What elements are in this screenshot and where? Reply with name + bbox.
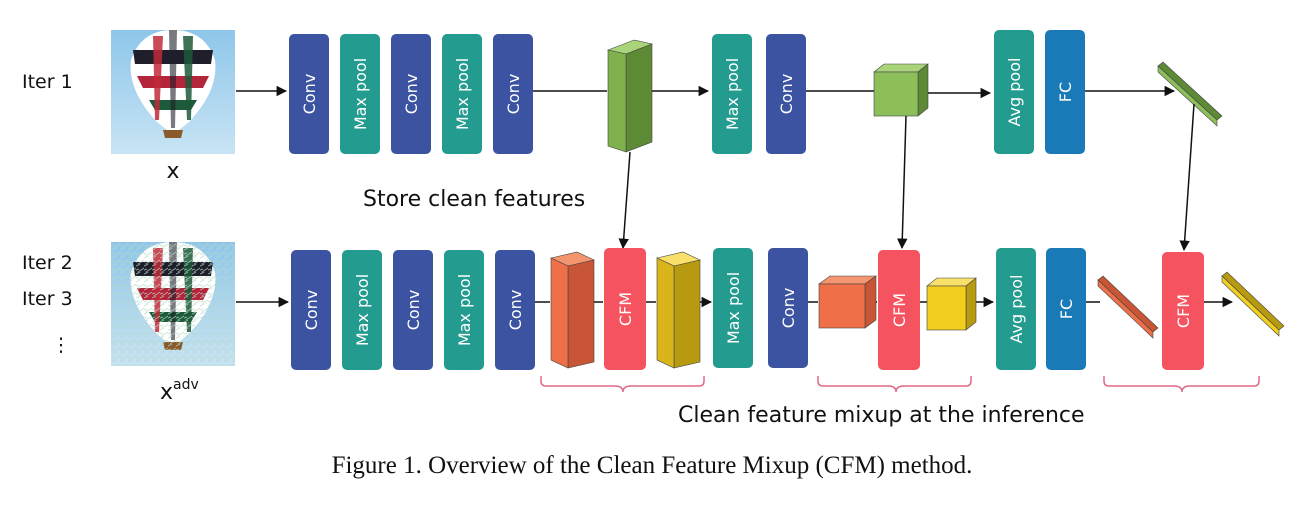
svg-text:CFM: CFM [890, 293, 909, 327]
adv-feature-cube [818, 275, 877, 329]
svg-text:CFM: CFM [616, 292, 635, 326]
svg-text:FC: FC [1057, 299, 1076, 319]
bottom-maxpool-1: Max pool [342, 250, 382, 370]
top-fc: FC [1045, 30, 1085, 154]
bottom-fc: FC [1046, 248, 1086, 370]
top-conv-1: Conv [289, 34, 329, 154]
top-maxpool-2: Max pool [442, 34, 482, 154]
svg-text:Max pool: Max pool [453, 58, 472, 130]
iter-3-label: Iter 3 [22, 288, 73, 310]
mixed-feature-cube [926, 277, 977, 331]
svg-text:Conv: Conv [779, 288, 798, 329]
bottom-avgpool: Avg pool [996, 248, 1036, 370]
adv-superscript: adv [173, 377, 199, 393]
cfm-block-1: CFM [604, 248, 646, 370]
svg-text:Max pool: Max pool [351, 58, 370, 130]
top-maxpool-1: Max pool [340, 34, 380, 154]
bottom-conv-2: Conv [393, 250, 433, 370]
svg-text:Avg pool: Avg pool [1005, 58, 1024, 127]
bottom-conv-3: Conv [495, 250, 535, 370]
store-clean-features-label: Store clean features [363, 187, 585, 212]
svg-text:Conv: Conv [404, 290, 423, 331]
bottom-conv-4: Conv [768, 248, 808, 368]
clean-feature-vector [1157, 61, 1223, 127]
iter-ellipsis-label: ⋮ [52, 334, 71, 356]
clean-feature-slab [606, 39, 654, 153]
svg-text:Avg pool: Avg pool [1007, 275, 1026, 344]
clean-input-label: x [166, 159, 179, 184]
bottom-conv-1: Conv [291, 250, 331, 370]
svg-text:Conv: Conv [302, 290, 321, 331]
mixed-feature-vector [1221, 271, 1285, 337]
svg-text:Conv: Conv [777, 74, 796, 115]
adv-input-label: xadv [160, 377, 199, 405]
mixed-feature-slab [656, 251, 701, 369]
cfm-block-3: CFM [1162, 252, 1204, 370]
adv-feature-slab [550, 251, 595, 369]
mixup-bracket-3 [1103, 376, 1260, 393]
bottom-maxpool-3: Max pool [713, 248, 753, 368]
clean-balloon-image [111, 30, 235, 154]
cfm-block-2: CFM [878, 250, 920, 370]
svg-text:Conv: Conv [504, 74, 523, 115]
adv-feature-vector [1097, 275, 1159, 339]
svg-text:CFM: CFM [1174, 294, 1193, 328]
svg-text:Max pool: Max pool [455, 274, 474, 346]
mixup-bracket-2 [817, 376, 972, 393]
top-avgpool: Avg pool [994, 30, 1034, 154]
mixup-label: Clean feature mixup at the inference [678, 403, 1085, 428]
svg-text:Conv: Conv [402, 74, 421, 115]
top-conv-3: Conv [493, 34, 533, 154]
clean-feature-cube [873, 63, 929, 117]
svg-text:Conv: Conv [506, 290, 525, 331]
figure-caption: Figure 1. Overview of the Clean Feature … [331, 452, 973, 479]
svg-text:Max pool: Max pool [723, 58, 742, 130]
iter-1-label: Iter 1 [22, 71, 73, 93]
top-maxpool-3: Max pool [712, 34, 752, 154]
iter-2-label: Iter 2 [22, 252, 73, 274]
svg-text:Conv: Conv [300, 74, 319, 115]
bottom-maxpool-2: Max pool [444, 250, 484, 370]
mixup-bracket-1 [540, 376, 705, 393]
svg-text:Max pool: Max pool [353, 274, 372, 346]
adversarial-balloon-image [111, 242, 235, 366]
top-conv-4: Conv [766, 34, 806, 154]
top-conv-2: Conv [391, 34, 431, 154]
svg-text:Max pool: Max pool [724, 272, 743, 344]
svg-text:FC: FC [1056, 82, 1075, 102]
